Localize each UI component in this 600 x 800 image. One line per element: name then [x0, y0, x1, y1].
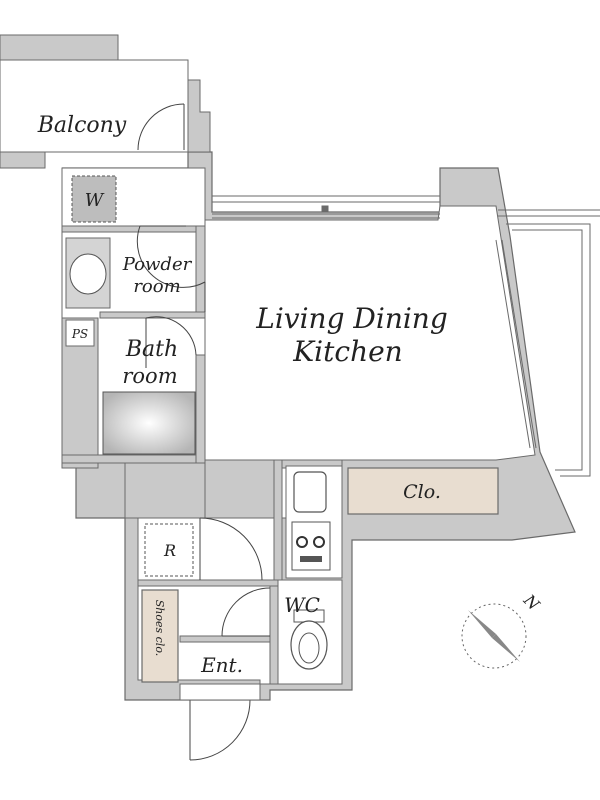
pipe-space-label: PS — [71, 327, 88, 341]
powder-room-label-2: room — [133, 276, 180, 297]
burner-icon — [313, 536, 325, 548]
grill-icon — [300, 556, 322, 562]
compass-north-label: N — [519, 590, 544, 615]
pipe-space-box — [65, 319, 95, 347]
powder-room-label: Powder — [122, 254, 193, 275]
balcony-floor — [0, 59, 189, 153]
washer-label: W — [85, 190, 105, 211]
compass-needle-east — [492, 634, 520, 662]
sink-icon — [69, 253, 107, 295]
compass-needle-west — [468, 610, 496, 638]
washer-pan — [71, 175, 117, 223]
ldk-label-2: Kitchen — [292, 335, 402, 368]
compass-ring — [461, 603, 527, 669]
bath-room-label: Bath — [125, 337, 178, 362]
ldk-label: Living Dining — [255, 302, 448, 335]
entrance-step — [179, 683, 261, 701]
burner-icon — [296, 536, 308, 548]
side-balcony — [495, 209, 600, 477]
refrigerator-space — [144, 523, 194, 577]
shoes-closet-label: Shoes clo. — [153, 600, 166, 657]
bathtub-icon — [102, 391, 196, 455]
bath-room-label-2: room — [122, 364, 177, 388]
toilet-bowl — [298, 632, 320, 664]
balcony-label: Balcony — [37, 113, 127, 138]
refrigerator-label: R — [163, 541, 176, 560]
window-top — [212, 195, 440, 219]
closet-label: Clo. — [403, 481, 441, 503]
closet-area — [347, 467, 499, 515]
shoes-closet-area — [141, 589, 179, 683]
kitchen-sink-icon — [293, 471, 327, 513]
entrance-label: Ent. — [200, 653, 243, 677]
compass: N — [461, 590, 544, 669]
doors — [136, 103, 271, 761]
wc-label: WC — [284, 593, 320, 617]
